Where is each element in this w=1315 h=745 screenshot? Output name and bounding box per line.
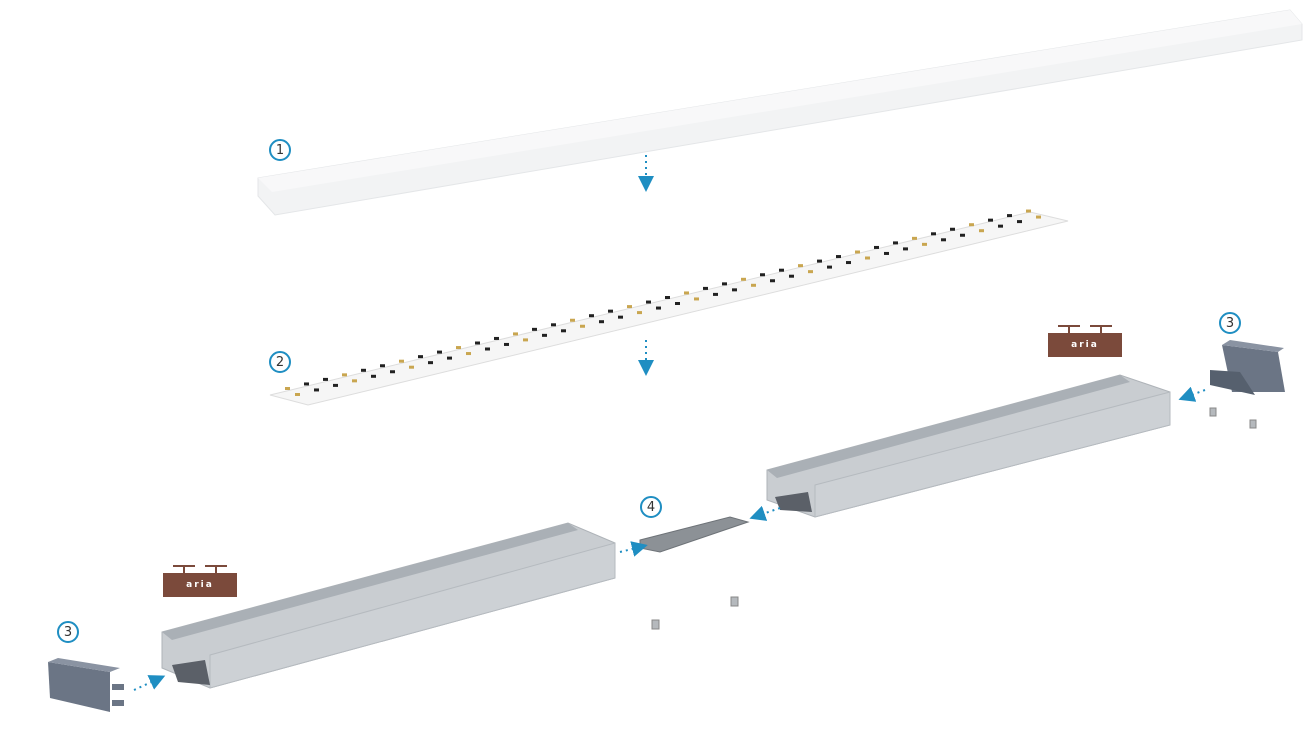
led-chip xyxy=(352,379,357,383)
led-chip xyxy=(447,356,452,360)
led-chip xyxy=(903,247,908,251)
led-chip xyxy=(1007,214,1012,218)
led-chip xyxy=(361,368,366,372)
led-chip xyxy=(846,261,851,265)
led-chip xyxy=(808,270,813,274)
led-chip xyxy=(437,350,442,354)
led-chip xyxy=(751,283,756,287)
led-chip xyxy=(912,236,917,240)
led-chip xyxy=(656,306,661,310)
led-chip xyxy=(884,251,889,255)
led-strip xyxy=(269,209,1069,406)
led-chip xyxy=(865,256,870,260)
aluminium-profile-left xyxy=(161,522,616,689)
led-chip xyxy=(874,245,879,249)
led-chip xyxy=(532,327,537,331)
led-chip xyxy=(779,268,784,272)
led-chip xyxy=(960,233,965,237)
led-chip xyxy=(418,355,423,359)
led-chip xyxy=(304,382,309,386)
led-chip xyxy=(627,305,632,309)
badge-label: aria xyxy=(186,580,214,590)
led-chip xyxy=(665,296,670,299)
led-chip xyxy=(741,277,746,281)
led-chip xyxy=(732,288,737,292)
led-chip xyxy=(589,314,594,318)
aria-profile-badge-left: aria xyxy=(163,565,237,597)
led-chip xyxy=(979,229,984,233)
led-chip xyxy=(703,286,708,290)
callout-connector: 4 xyxy=(640,496,662,518)
led-chip xyxy=(580,324,585,328)
led-chip xyxy=(969,223,974,227)
led-chip xyxy=(817,259,822,263)
led-chip xyxy=(409,365,414,369)
led-chip xyxy=(333,383,338,387)
led-chip xyxy=(380,364,385,368)
led-chip xyxy=(523,338,528,342)
led-chip xyxy=(798,264,803,268)
led-chip xyxy=(399,359,404,363)
led-chip xyxy=(760,273,765,277)
led-chip xyxy=(941,238,946,242)
led-chip xyxy=(1026,209,1031,213)
led-chip xyxy=(637,311,642,315)
led-chip xyxy=(314,388,319,392)
led-chip xyxy=(855,250,860,254)
led-chip xyxy=(561,329,566,333)
led-chip xyxy=(466,352,471,356)
connector-plate xyxy=(639,516,750,553)
led-chip xyxy=(475,341,480,345)
led-chip xyxy=(390,370,395,374)
end-cap-right xyxy=(1210,340,1285,395)
led-chip xyxy=(608,309,613,313)
led-chip xyxy=(789,274,794,278)
led-chip xyxy=(428,361,433,365)
led-chip xyxy=(675,302,680,305)
led-chip xyxy=(713,292,718,296)
led-chip xyxy=(722,282,727,286)
led-chip xyxy=(285,387,290,390)
led-chip xyxy=(694,297,699,301)
led-chip xyxy=(570,318,575,322)
led-chip xyxy=(998,224,1003,228)
led-chip xyxy=(618,315,623,319)
led-chip xyxy=(922,242,927,246)
led-chip xyxy=(1036,215,1041,219)
led-chip xyxy=(646,300,651,304)
led-chip xyxy=(542,333,547,337)
led-chip xyxy=(893,241,898,245)
badge-label: aria xyxy=(1071,340,1099,350)
callout-end-cap-left: 3 xyxy=(57,621,79,643)
led-chip xyxy=(295,393,300,396)
led-chip xyxy=(342,373,347,377)
callout-diffuser: 1 xyxy=(269,139,291,161)
aluminium-profile-right xyxy=(766,374,1171,518)
aria-profile-badge-right: aria xyxy=(1048,325,1122,357)
callout-end-cap-right: 3 xyxy=(1219,312,1241,334)
led-chip xyxy=(504,342,509,346)
led-chip xyxy=(599,320,604,324)
led-chip xyxy=(827,265,832,269)
led-chip xyxy=(551,323,556,327)
led-chip xyxy=(371,374,376,378)
led-chip xyxy=(988,218,993,222)
led-chip xyxy=(770,279,775,283)
led-chip xyxy=(456,346,461,350)
diffuser-cover xyxy=(257,9,1303,216)
led-chip xyxy=(950,227,955,231)
end-cap-left xyxy=(48,658,124,712)
led-chip xyxy=(485,347,490,351)
led-chip xyxy=(494,336,499,340)
led-chip xyxy=(836,255,841,259)
led-chip xyxy=(1017,220,1022,224)
assembly-arrows xyxy=(133,155,1206,691)
led-chip xyxy=(323,377,328,381)
callout-led-strip: 2 xyxy=(269,351,291,373)
screws xyxy=(651,407,1257,630)
led-chip xyxy=(513,332,518,336)
led-chip xyxy=(931,232,936,236)
led-chip xyxy=(684,291,689,295)
